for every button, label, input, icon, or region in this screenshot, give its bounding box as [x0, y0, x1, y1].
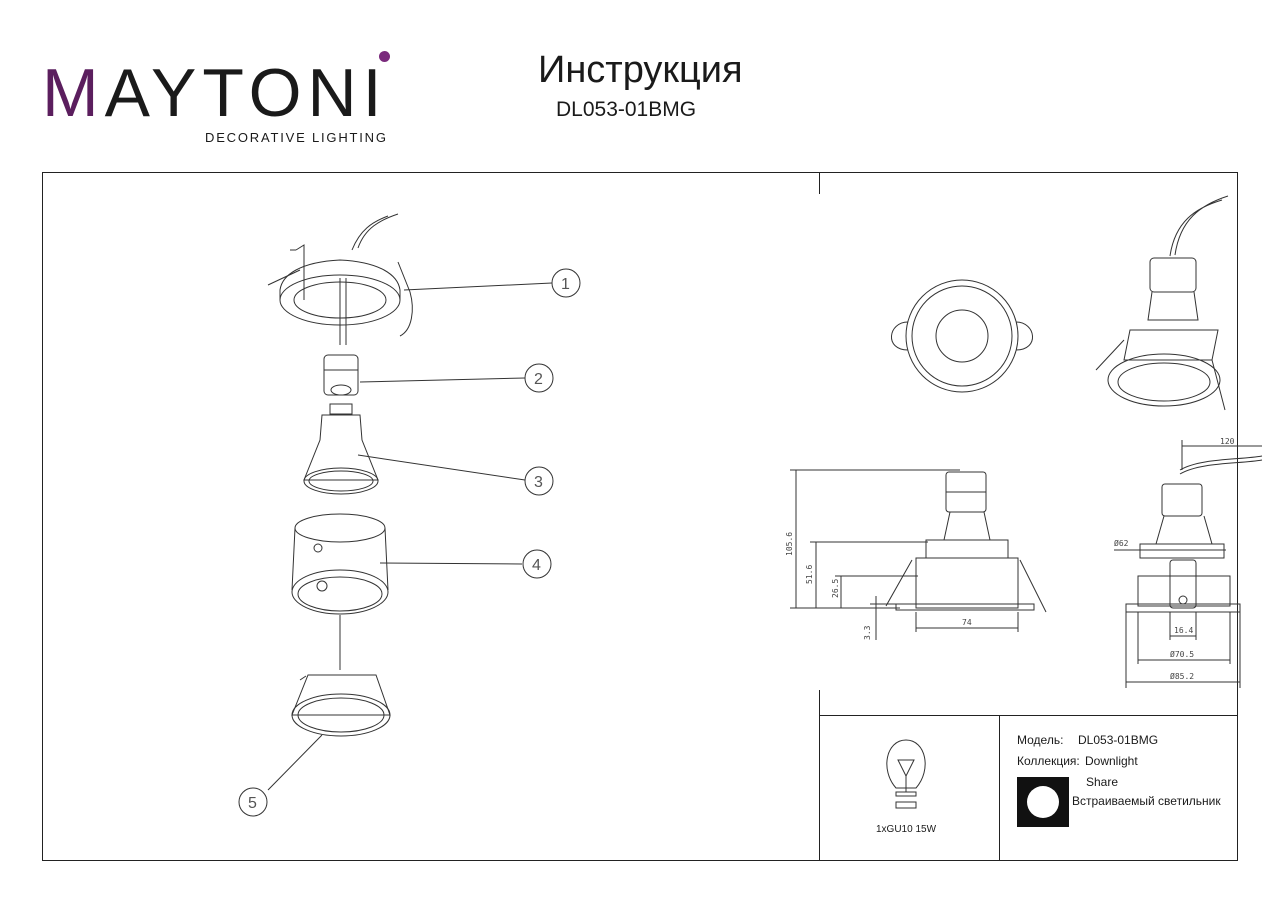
lamp-spec: 1xGU10 15W — [876, 824, 937, 835]
callout-4: 4 — [532, 557, 541, 574]
collection-value: Downlight — [1085, 754, 1138, 768]
dim-height-rim: 3.3 — [863, 625, 872, 640]
model-value: DL053-01BMG — [1078, 733, 1159, 747]
collection-label: Коллекция: — [1017, 754, 1080, 768]
dim-height-mid: 51.6 — [805, 565, 814, 584]
share-label: Share — [1086, 775, 1119, 789]
product-type: Встраиваемый светильник — [1072, 794, 1221, 808]
logo-dot — [379, 51, 390, 62]
callout-1: 1 — [561, 276, 570, 293]
dim-wire-length: 120 — [1220, 437, 1235, 446]
model-label: Модель: — [1017, 733, 1064, 747]
dim-clip-width: 16.4 — [1174, 626, 1193, 635]
dim-width-body: 74 — [962, 618, 972, 627]
bulb-icon — [886, 739, 926, 809]
divider-vertical-info — [999, 715, 1000, 861]
divider-horizontal-info — [819, 715, 1238, 716]
divider-right-top — [1237, 172, 1238, 194]
callout-3: 3 — [534, 474, 543, 491]
callout-5: 5 — [248, 795, 257, 812]
brand-logo: MAYTONI DECORATIVE LIGHTING — [42, 48, 392, 148]
part-reflector — [291, 674, 391, 737]
front-view — [1114, 440, 1263, 688]
part-frame — [267, 213, 413, 345]
dim-height-total: 105.6 — [785, 532, 794, 556]
part-socket — [323, 354, 359, 396]
logo-tagline: DECORATIVE LIGHTING — [205, 130, 388, 145]
dim-height-low: 26.5 — [831, 579, 840, 598]
top-view — [891, 279, 1033, 393]
callout-2: 2 — [534, 371, 543, 388]
page-title: Инструкция — [538, 49, 743, 91]
divider-vertical-bottom — [819, 690, 820, 861]
part-housing — [291, 513, 389, 670]
logo-wordmark: MAYTONI — [42, 55, 388, 131]
divider-vertical-top — [819, 172, 820, 194]
share-icon — [1017, 777, 1069, 827]
dim-diam-top: Ø62 — [1114, 538, 1129, 548]
side-view — [790, 469, 1047, 640]
perspective-view — [1095, 195, 1229, 411]
dim-diam-cutout: Ø70.5 — [1170, 649, 1194, 659]
part-bulb — [303, 403, 379, 495]
dim-diam-outer: Ø85.2 — [1170, 671, 1194, 681]
header-model: DL053-01BMG — [556, 98, 697, 121]
drawing-frame — [42, 172, 1238, 861]
